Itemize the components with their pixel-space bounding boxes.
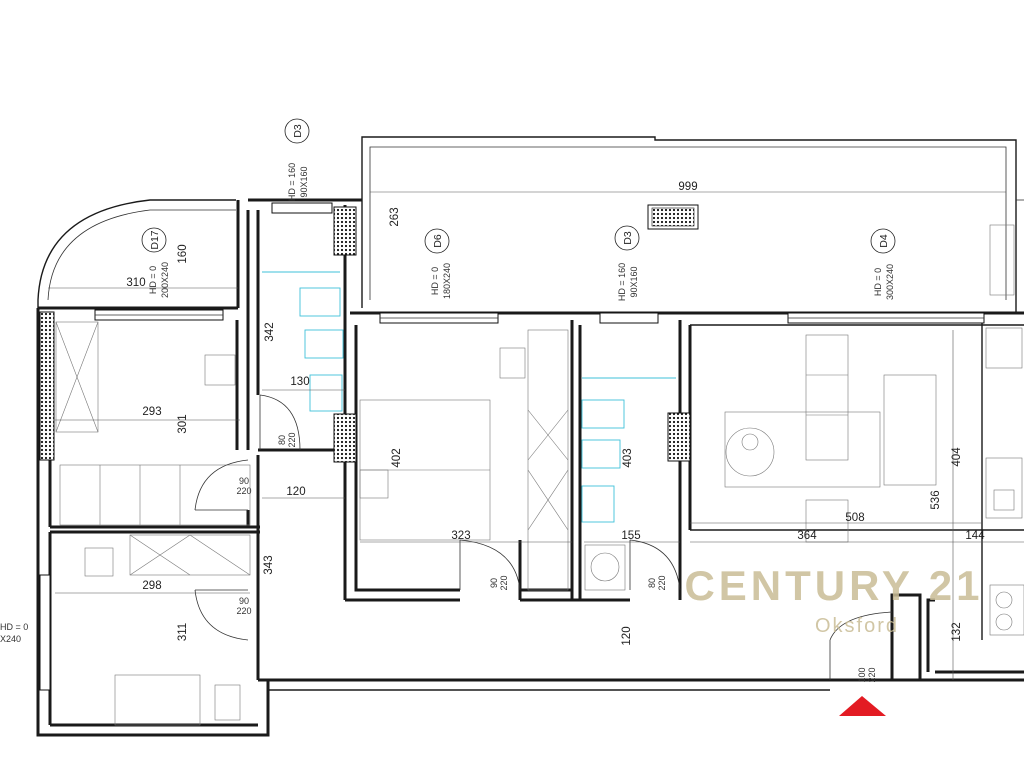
dim-hall-width: 120 [286,486,305,498]
dim-bath1-length: 342 [264,322,276,341]
dim-kitchen-width: 144 [965,530,985,542]
dim-balcony-width: 999 [678,181,697,193]
dim-bath2-width: 155 [621,530,640,542]
left-cut-tag: HD = 0 90X240 [0,622,28,644]
furniture [55,224,1024,726]
opening-tag: D6 HD = 0 180X240 [424,228,452,299]
opening-hd: HD = 0 [873,268,883,296]
dim-corner-balcony-depth: 160 [177,244,189,263]
opening-hd: HD = 0 [430,267,440,295]
opening-size: 90X160 [629,266,639,297]
dim-bedroom2-width: 298 [142,580,161,592]
opening-id: D4 [878,234,890,248]
doors [194,394,893,680]
opening-id: D6 [432,234,444,248]
brand-watermark: CENTURY 21 Oksford [684,562,983,637]
opening-size: 200X240 [160,262,170,298]
dim-bedroom3-width: 323 [451,530,470,542]
opening-tag: D17 HD = 0 200X240 [141,227,170,298]
brand-name: CENTURY 21 [684,562,983,609]
dim-bedroom1-width: 293 [142,406,161,418]
opening-id: D17 [149,230,161,249]
dim-door-bedroom3: 90220 [489,575,509,590]
dim-balcony-depth: 263 [389,207,401,226]
dim-bath1-width: 130 [290,376,309,388]
dim-door-bath2: 80220 [647,575,667,590]
dim-corridor-width: 120 [621,626,633,645]
opening-tags: D3 HD = 160 90X160 D17 HD = 0 200X240 D6… [0,118,896,644]
dim-living-depth: 536 [930,490,942,509]
dim-hall-length: 343 [263,555,275,574]
dim-bedroom2-length: 311 [177,623,189,641]
dim-bedroom1-length: 301 [177,414,189,433]
opening-tag: D3 HD = 160 90X160 [284,118,310,201]
opening-size: 90X160 [299,166,309,197]
dimension-labels: 999 263 310 160 342 130 80220 293 301 12… [126,181,985,683]
dim-entry-depth: 132 [951,622,963,641]
dimension-lines [48,191,1024,680]
dim-bath2-length: 403 [622,448,634,467]
dim-bedroom3-length: 402 [391,448,403,467]
dim-living-length: 404 [951,447,963,467]
entrance-arrow-icon [839,696,886,716]
dim-living-part: 364 [797,530,817,542]
opening-id: D3 [292,124,304,138]
opening-hd: HD = 160 [617,263,627,301]
dim-living-width: 508 [845,512,864,524]
opening-size: 180X240 [442,263,452,299]
opening-id: D3 [622,231,634,245]
opening-hd: HD = 0 [148,266,158,294]
opening-hd: HD = 0 [0,622,28,632]
opening-size: 90X240 [0,634,21,644]
opening-hd: HD = 160 [287,163,297,201]
dim-corner-balcony-width: 310 [126,277,145,289]
walls [36,136,1024,737]
windows [39,199,1024,691]
opening-tag: D4 HD = 0 300X240 [870,228,896,300]
dim-entrance-door: 100220 [857,667,877,682]
opening-size: 300X240 [885,264,895,300]
dim-bath1-door: 80220 [277,432,297,447]
columns [39,206,691,463]
brand-office: Oksford [815,615,899,637]
opening-tag: D3 HD = 160 90X160 [614,225,640,301]
